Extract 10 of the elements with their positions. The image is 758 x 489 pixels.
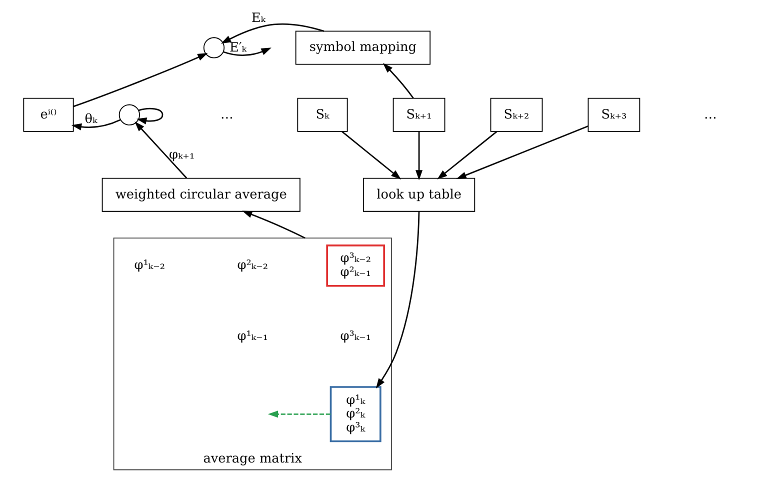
edge-label: Eₖ [250, 11, 265, 26]
label: … [704, 107, 716, 122]
label: φ¹ₖ₋₁ [236, 328, 268, 344]
edge-label: E′ₖ [228, 40, 246, 56]
edge-label: θₖ [84, 112, 97, 128]
label: φ¹ₖ₋₂ [134, 258, 165, 274]
label: φ³ₖ₋₁ [340, 328, 370, 344]
label: φ²ₖ₋₂ [236, 258, 268, 274]
edge-label: φₖ₊₁ [168, 147, 194, 162]
label: … [220, 107, 233, 122]
